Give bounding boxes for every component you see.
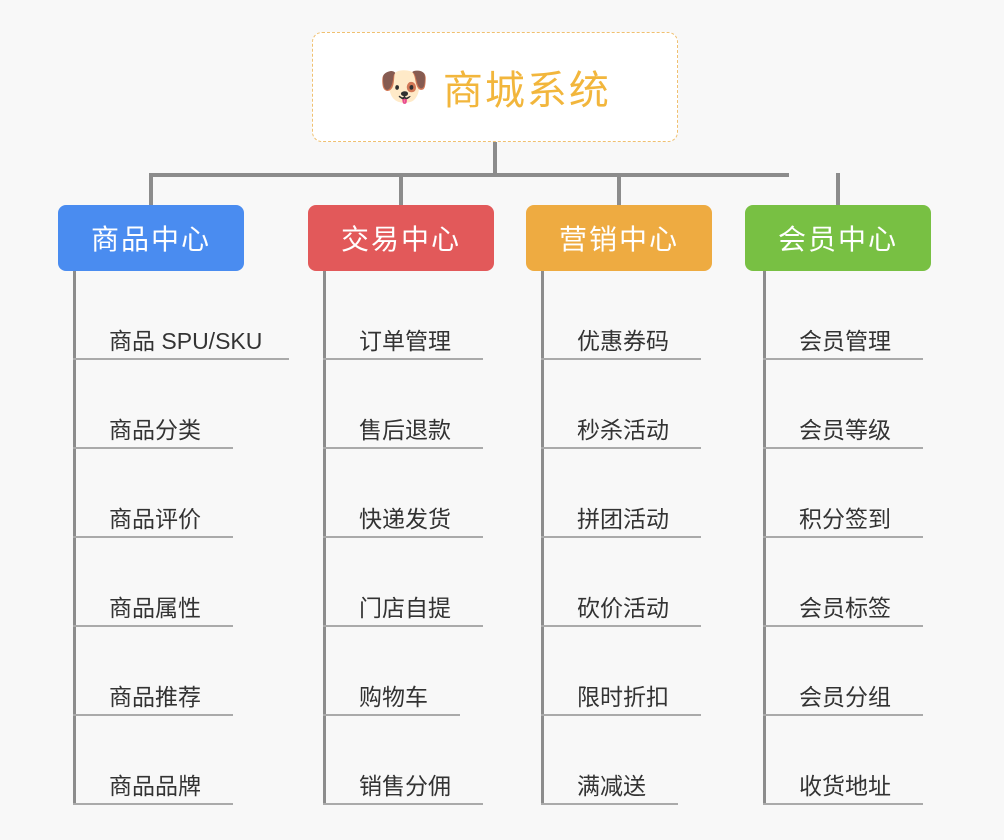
leaf-item[interactable]: 积分签到	[763, 449, 923, 538]
category-bus-line	[151, 173, 789, 177]
leaf-item[interactable]: 商品推荐	[73, 627, 272, 716]
leaf-underline	[541, 358, 701, 360]
leaf-label: 商品属性	[109, 594, 201, 621]
leaf-item[interactable]: 销售分佣	[323, 716, 483, 805]
leaf-label: 商品分类	[109, 416, 201, 443]
leaf-label: 会员标签	[799, 594, 891, 621]
leaf-label: 销售分佣	[359, 772, 451, 799]
leaf-list-4: 会员管理会员等级积分签到会员标签会员分组收货地址	[763, 271, 923, 805]
leaf-underline	[541, 447, 701, 449]
category-drop-line-2	[399, 173, 403, 205]
leaf-underline	[763, 536, 923, 538]
leaf-item[interactable]: 门店自提	[323, 538, 483, 627]
category-label: 交易中心	[340, 224, 461, 255]
leaf-underline	[323, 625, 483, 627]
leaf-label: 会员分组	[799, 683, 891, 710]
root-stem-line	[493, 142, 497, 176]
leaf-item[interactable]: 会员管理	[763, 271, 923, 360]
leaf-label: 门店自提	[359, 594, 451, 621]
category-drop-line-3	[617, 173, 621, 205]
leaf-label: 砍价活动	[577, 594, 669, 621]
category-label: 商品中心	[90, 224, 211, 255]
leaf-item[interactable]: 商品评价	[73, 449, 272, 538]
leaf-underline	[541, 803, 678, 805]
leaf-item[interactable]: 满减送	[541, 716, 679, 805]
category-drop-line-4	[836, 173, 840, 205]
leaf-item[interactable]: 收货地址	[763, 716, 923, 805]
leaf-label: 售后退款	[359, 416, 451, 443]
dog-face-icon: 🐶	[379, 65, 429, 109]
category-header-1[interactable]: 商品中心	[58, 205, 244, 271]
category-header-2[interactable]: 交易中心	[308, 205, 494, 271]
leaf-label: 限时折扣	[577, 683, 669, 710]
leaf-label: 订单管理	[359, 327, 451, 354]
leaf-underline	[763, 625, 923, 627]
leaf-underline	[73, 536, 233, 538]
leaf-underline	[541, 714, 701, 716]
leaf-underline	[73, 625, 233, 627]
leaf-item[interactable]: 商品分类	[73, 360, 272, 449]
leaf-label: 秒杀活动	[577, 416, 669, 443]
leaf-label: 收货地址	[799, 772, 891, 799]
leaf-item[interactable]: 砍价活动	[541, 538, 701, 627]
leaf-label: 拼团活动	[577, 505, 669, 532]
column-spine-line-1	[73, 271, 76, 805]
leaf-underline	[763, 358, 923, 360]
leaf-item[interactable]: 商品品牌	[73, 716, 272, 805]
leaf-underline	[73, 714, 233, 716]
column-spine-line-3	[541, 271, 544, 805]
column-spine-line-2	[323, 271, 326, 805]
leaf-item[interactable]: 购物车	[323, 627, 461, 716]
leaf-underline	[763, 803, 923, 805]
leaf-label: 商品推荐	[109, 683, 201, 710]
leaf-underline	[73, 447, 233, 449]
leaf-item[interactable]: 订单管理	[323, 271, 483, 360]
leaf-item[interactable]: 会员分组	[763, 627, 923, 716]
leaf-underline	[323, 536, 483, 538]
root-node[interactable]: 🐶 商城系统	[312, 32, 678, 142]
leaf-underline	[763, 714, 923, 716]
leaf-item[interactable]: 会员标签	[763, 538, 923, 627]
leaf-item[interactable]: 商品 SPU/SKU	[73, 271, 289, 360]
leaf-underline	[323, 714, 460, 716]
leaf-item[interactable]: 售后退款	[323, 360, 483, 449]
category-header-4[interactable]: 会员中心	[745, 205, 931, 271]
category-label: 会员中心	[777, 224, 898, 255]
leaf-underline	[323, 447, 483, 449]
leaf-item[interactable]: 限时折扣	[541, 627, 701, 716]
category-drop-line-1	[149, 173, 153, 205]
leaf-item[interactable]: 快递发货	[323, 449, 483, 538]
leaf-label: 商品 SPU/SKU	[109, 327, 263, 354]
leaf-underline	[323, 358, 483, 360]
leaf-list-3: 优惠券码秒杀活动拼团活动砍价活动限时折扣满减送	[541, 271, 701, 805]
category-label: 营销中心	[558, 224, 679, 255]
leaf-underline	[541, 625, 701, 627]
leaf-underline	[73, 358, 289, 360]
leaf-underline	[541, 536, 701, 538]
leaf-item[interactable]: 优惠券码	[541, 271, 701, 360]
leaf-underline	[73, 803, 233, 805]
leaf-label: 购物车	[359, 683, 428, 710]
leaf-label: 会员管理	[799, 327, 891, 354]
leaf-label: 商品品牌	[109, 772, 201, 799]
leaf-list-2: 订单管理售后退款快递发货门店自提购物车销售分佣	[323, 271, 483, 805]
leaf-list-1: 商品 SPU/SKU 商品分类商品评价商品属性商品推荐商品品牌	[73, 271, 289, 805]
leaf-label: 满减送	[577, 772, 646, 799]
leaf-label: 快递发货	[359, 505, 451, 532]
leaf-item[interactable]: 会员等级	[763, 360, 923, 449]
leaf-underline	[763, 447, 923, 449]
leaf-underline	[323, 803, 483, 805]
column-spine-line-4	[763, 271, 766, 805]
leaf-item[interactable]: 拼团活动	[541, 449, 701, 538]
category-header-3[interactable]: 营销中心	[526, 205, 712, 271]
leaf-item[interactable]: 商品属性	[73, 538, 272, 627]
leaf-label: 商品评价	[109, 505, 201, 532]
leaf-item[interactable]: 秒杀活动	[541, 360, 701, 449]
leaf-label: 优惠券码	[577, 327, 669, 354]
root-title: 商城系统	[442, 69, 611, 113]
leaf-label: 会员等级	[799, 416, 891, 443]
leaf-label: 积分签到	[799, 505, 891, 532]
